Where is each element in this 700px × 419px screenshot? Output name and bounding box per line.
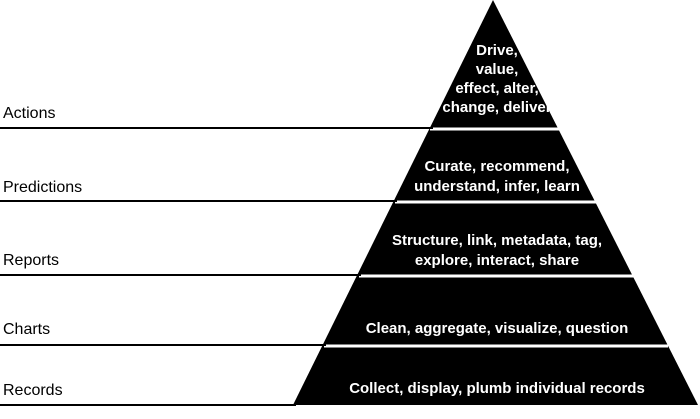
level-label-records: Records [3, 382, 63, 399]
tier-text-actions-2: value, [476, 61, 519, 78]
tier-text-actions-1: Drive, [476, 42, 518, 59]
tier-text-actions-3: effect, alter, [455, 80, 538, 97]
tier-text-predictions-2: understand, infer, learn [414, 178, 580, 195]
tier-text-actions-4: change, deliver [442, 99, 551, 116]
tier-text-reports-1: Structure, link, metadata, tag, [392, 232, 602, 249]
level-label-actions: Actions [3, 105, 55, 122]
level-label-reports: Reports [3, 252, 59, 269]
level-label-charts: Charts [3, 321, 50, 338]
tier-text-records-1: Collect, display, plumb individual recor… [349, 380, 645, 397]
level-label-predictions: Predictions [3, 179, 82, 196]
tier-text-charts-1: Clean, aggregate, visualize, question [366, 320, 629, 337]
tier-text-reports-2: explore, interact, share [415, 252, 579, 269]
tier-text-predictions-1: Curate, recommend, [424, 158, 569, 175]
